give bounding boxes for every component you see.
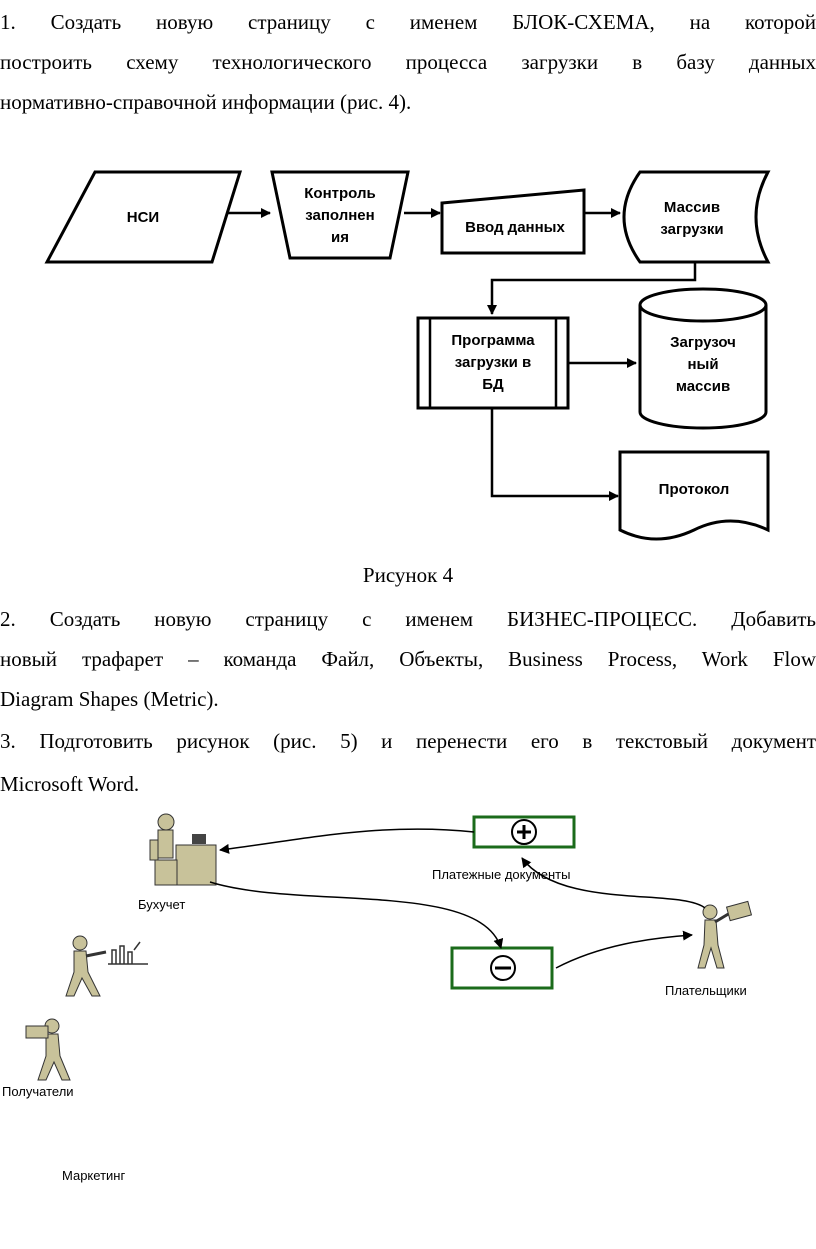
loaded-label-2: ный (687, 356, 718, 373)
paragraph-2-line-1: 2. Создать новую страницу с именем БИЗНЕ… (0, 607, 816, 631)
figure-4-caption: Рисунок 4 (362, 563, 454, 587)
arrow-payers-to-payment-docs (521, 857, 706, 909)
massiv-label-2: загрузки (660, 221, 723, 238)
program-label-3: БД (482, 376, 504, 393)
accountant-icon (149, 813, 217, 886)
massiv-stored-data-shape (622, 170, 771, 264)
accountant-label: Бухучет (138, 897, 185, 912)
protocol-label: Протокол (659, 481, 730, 498)
program-label-1: Программа (451, 332, 535, 349)
business-process-diagram: Бухучет Платежные документы Плательщики … (2, 813, 753, 1183)
program-label-2: загрузки в (455, 354, 532, 371)
marketing-label: Маркетинг (62, 1168, 125, 1183)
paragraph-3-line-2: Microsoft Word. (0, 772, 140, 796)
arrow-massiv-to-program (487, 262, 697, 315)
input-manual-input-shape (440, 188, 586, 255)
marketing-icon (65, 935, 148, 997)
control-label-3: ия (331, 229, 349, 246)
loaded-label-3: массив (676, 378, 730, 395)
massiv-label-1: Массив (664, 199, 720, 216)
paragraph-2-line-3: Diagram Shapes (Metric). (0, 687, 219, 711)
payers-icon (697, 900, 753, 969)
control-label-2: заполнен (305, 207, 374, 224)
arrow-payment-docs-to-accountant (219, 828, 475, 854)
flowchart-figure-4: НСИ Контроль заполнен ия Ввод данных Мас… (44, 170, 771, 541)
loaded-array-database-shape (638, 287, 768, 430)
control-manual-operation-shape (270, 170, 410, 260)
paragraph-2-line-2: новый трафарет – команда Файл, Объекты, … (0, 647, 816, 671)
nsi-data-shape (44, 170, 243, 264)
nsi-label: НСИ (127, 209, 159, 226)
arrow-minus-to-payers (555, 930, 693, 969)
loaded-label-1: Загрузоч (670, 334, 736, 351)
paragraph-3-line-1: 3. Подготовить рисунок (рис. 5) и перене… (0, 729, 816, 753)
payers-label: Плательщики (665, 983, 747, 998)
arrow-accountant-to-minus (209, 881, 504, 949)
control-label-1: Контроль (304, 185, 375, 202)
paragraph-1-line-2: построить схему технологического процесс… (0, 50, 816, 74)
paragraph-1-line-1: 1. Создать новую страницу с именем БЛОК-… (0, 10, 816, 34)
input-label: Ввод данных (465, 219, 565, 236)
recipients-icon (25, 1018, 71, 1081)
protocol-document-shape (618, 450, 770, 541)
recipients-label: Получатели (2, 1084, 74, 1099)
arrow-program-to-protocol (490, 408, 619, 501)
paragraph-1-line-3: нормативно-справочной информации (рис. 4… (0, 90, 412, 114)
